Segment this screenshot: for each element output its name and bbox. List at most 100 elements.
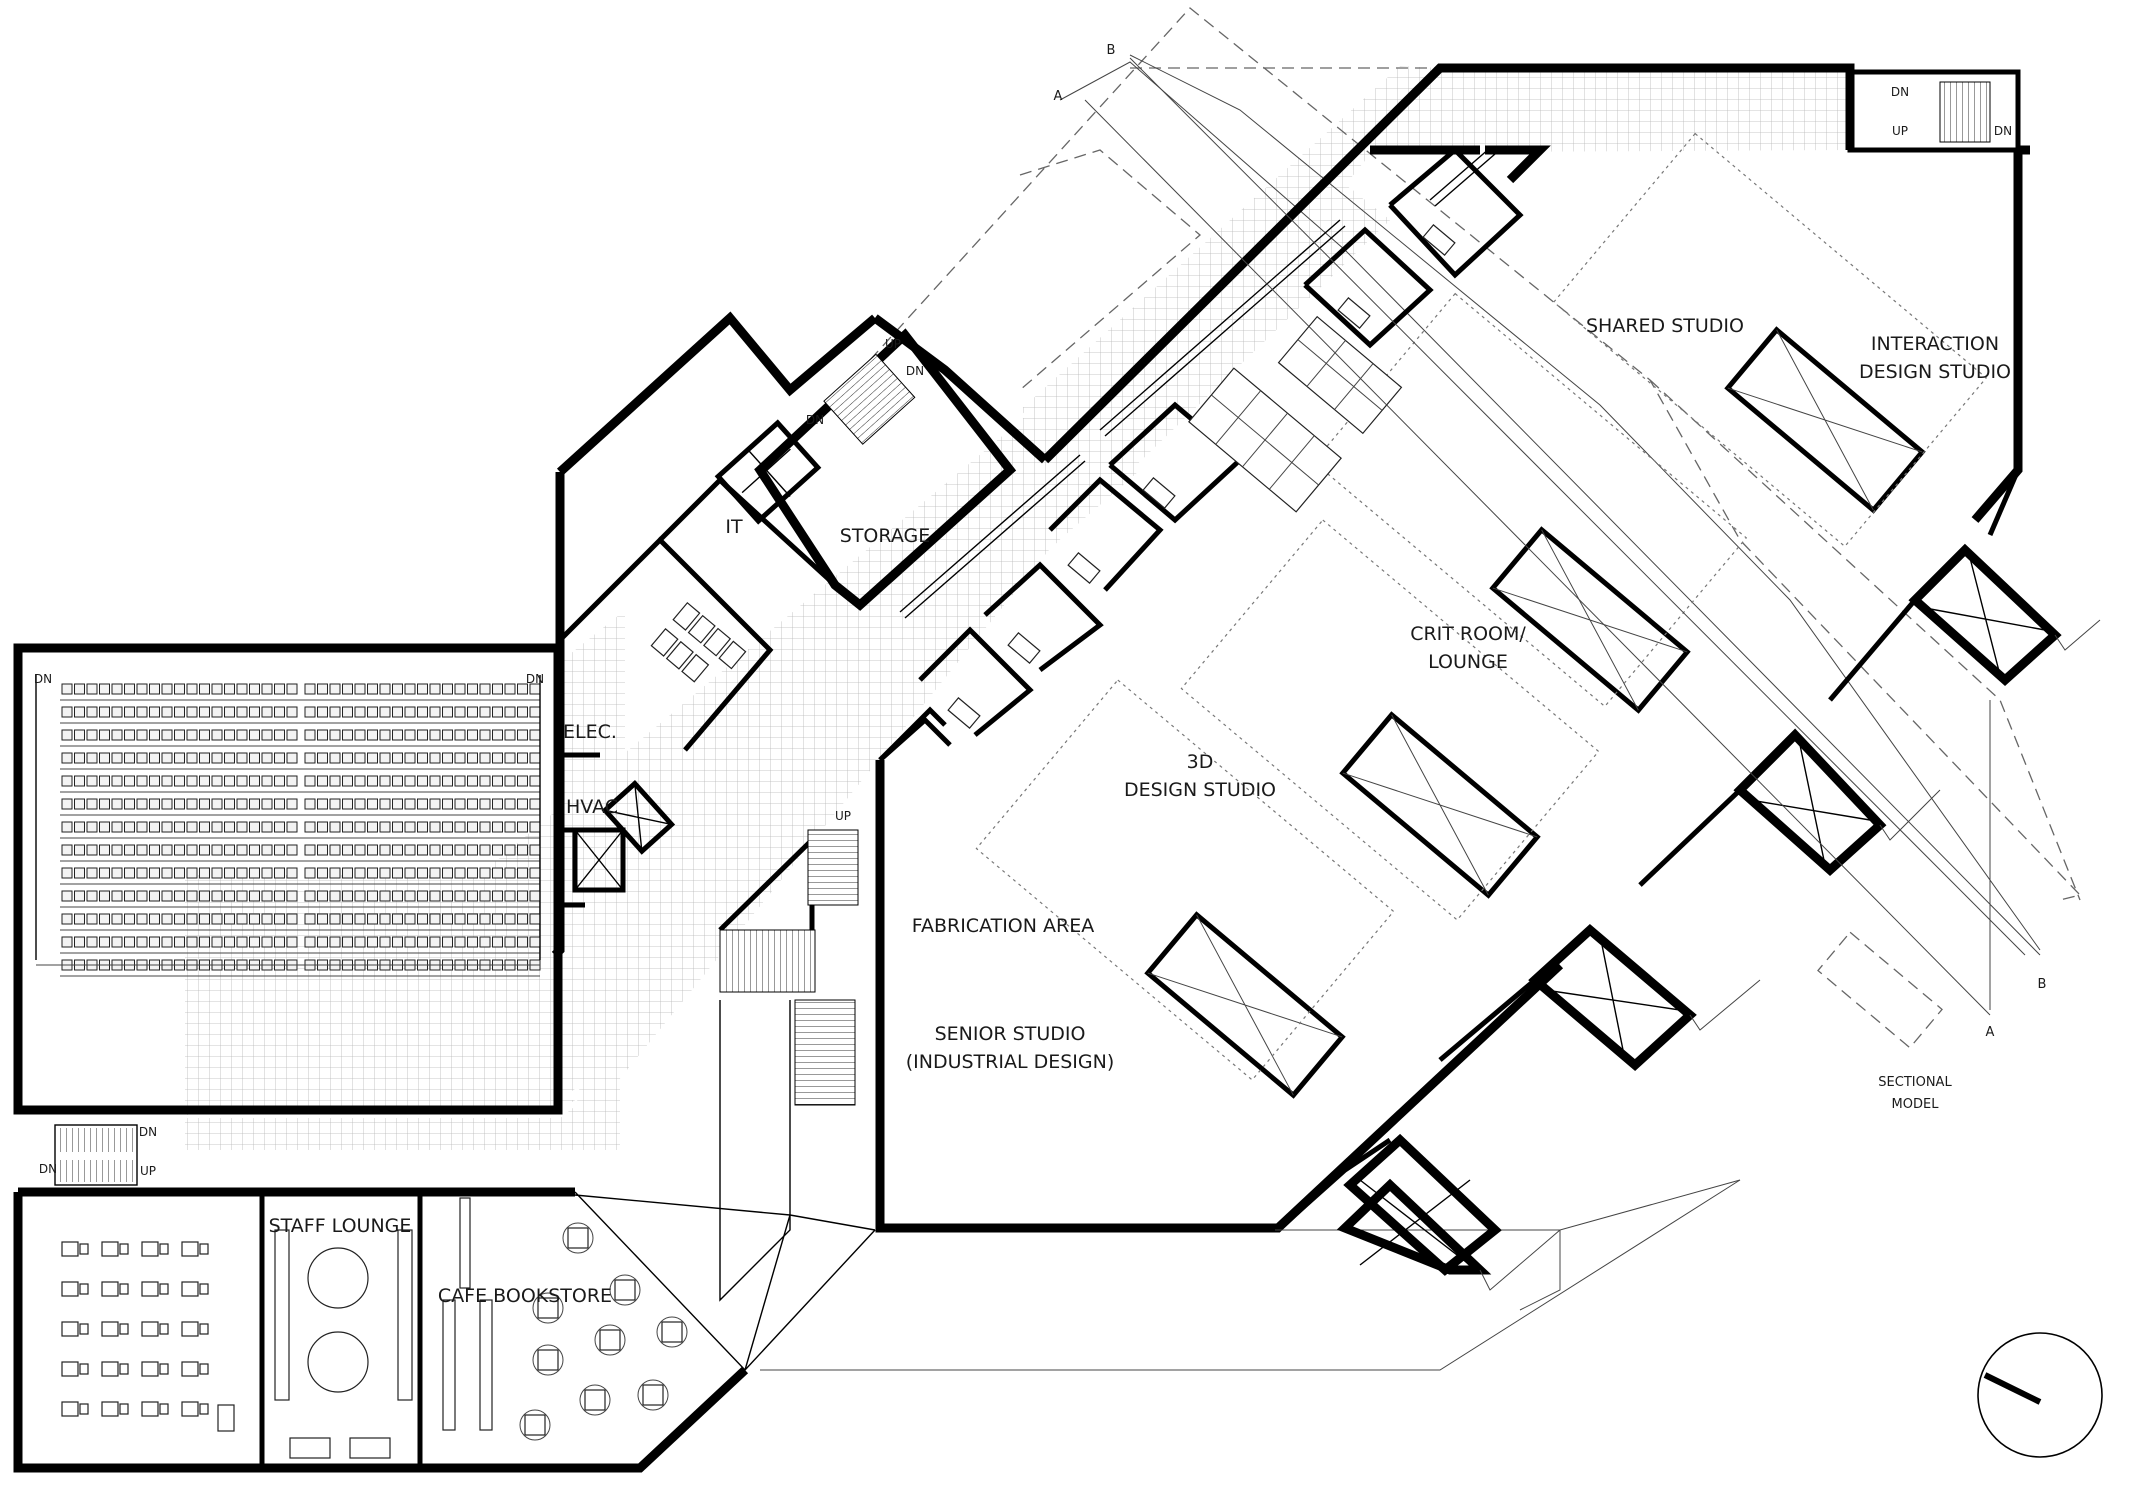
auditorium-seat bbox=[404, 752, 416, 764]
auditorium-seat bbox=[274, 821, 285, 833]
auditorium-seat bbox=[342, 706, 353, 718]
classroom-chair bbox=[79, 1403, 89, 1415]
auditorium-seat bbox=[342, 821, 353, 833]
auditorium-seat bbox=[111, 775, 123, 787]
classroom-desk bbox=[101, 1281, 119, 1297]
auditorium-seat bbox=[517, 683, 528, 695]
auditorium-seat bbox=[236, 867, 248, 879]
auditorium-seat bbox=[442, 683, 453, 695]
auditorium-seat bbox=[417, 729, 428, 741]
auditorium-seat bbox=[274, 913, 285, 925]
cafe-chairs bbox=[609, 1274, 641, 1306]
auditorium-seat bbox=[74, 798, 85, 810]
auditorium-seat bbox=[286, 936, 298, 948]
classroom-desk bbox=[181, 1361, 199, 1377]
classroom-desk bbox=[141, 1321, 159, 1337]
auditorium-seat bbox=[174, 706, 185, 718]
auditorium-seat bbox=[492, 706, 503, 718]
auditorium-seat bbox=[304, 890, 316, 902]
auditorium-seat bbox=[329, 729, 341, 741]
auditorium-seat bbox=[517, 729, 528, 741]
auditorium-seat bbox=[329, 683, 341, 695]
auditorium-seat bbox=[479, 683, 491, 695]
auditorium-seat bbox=[124, 844, 135, 856]
label-interaction-2: DESIGN STUDIO bbox=[1859, 361, 2011, 383]
auditorium-seat bbox=[404, 936, 416, 948]
auditorium-seat bbox=[149, 821, 160, 833]
auditorium-seat bbox=[517, 821, 528, 833]
auditorium-seat bbox=[261, 821, 273, 833]
auditorium-seat bbox=[467, 798, 478, 810]
auditorium-seat bbox=[211, 775, 223, 787]
cafe-table bbox=[567, 1227, 589, 1249]
auditorium-seat bbox=[224, 936, 235, 948]
classroom-desk bbox=[181, 1281, 199, 1297]
auditorium-seat bbox=[124, 752, 135, 764]
classroom-chair bbox=[79, 1363, 89, 1375]
auditorium-seat bbox=[86, 683, 98, 695]
auditorium-seat bbox=[329, 844, 341, 856]
auditorium-seat bbox=[174, 936, 185, 948]
stair-up-4: UP bbox=[1892, 124, 1908, 138]
auditorium-seat bbox=[111, 936, 123, 948]
auditorium-seat bbox=[224, 683, 235, 695]
auditorium-seat bbox=[317, 798, 328, 810]
auditorium-seat bbox=[354, 775, 366, 787]
classroom-chair bbox=[159, 1323, 169, 1335]
auditorium-seat bbox=[174, 821, 185, 833]
auditorium-seat bbox=[199, 936, 210, 948]
auditorium-seat bbox=[417, 683, 428, 695]
auditorium-seat bbox=[454, 683, 466, 695]
auditorium-seat bbox=[74, 890, 85, 902]
auditorium-seat bbox=[329, 890, 341, 902]
auditorium-seat bbox=[249, 798, 260, 810]
auditorium-seat bbox=[442, 729, 453, 741]
section-b-bottom: B bbox=[2038, 977, 2047, 992]
auditorium-seat bbox=[354, 729, 366, 741]
auditorium-seat bbox=[342, 890, 353, 902]
cafe-table bbox=[537, 1297, 559, 1319]
classroom-desk bbox=[61, 1401, 79, 1417]
auditorium-seat bbox=[492, 775, 503, 787]
auditorium-seat bbox=[379, 821, 391, 833]
auditorium-seat bbox=[504, 798, 516, 810]
auditorium-seat bbox=[186, 752, 198, 764]
classroom-chair bbox=[199, 1243, 209, 1255]
auditorium-seat bbox=[61, 844, 73, 856]
work-tables bbox=[975, 132, 1988, 1099]
auditorium-seat bbox=[367, 752, 378, 764]
stair-dn-5: DN bbox=[906, 364, 924, 378]
auditorium-seat bbox=[274, 936, 285, 948]
auditorium-seat bbox=[74, 752, 85, 764]
stair-up-2: UP bbox=[885, 337, 901, 351]
auditorium-seat bbox=[467, 729, 478, 741]
auditorium-seat bbox=[99, 798, 110, 810]
classroom-desk bbox=[141, 1401, 159, 1417]
auditorium-seat bbox=[161, 683, 173, 695]
auditorium-seat bbox=[124, 798, 135, 810]
cafe-table bbox=[642, 1384, 664, 1406]
classroom-chair bbox=[79, 1323, 89, 1335]
auditorium-seat bbox=[111, 729, 123, 741]
auditorium-seat bbox=[86, 913, 98, 925]
auditorium-seat bbox=[467, 706, 478, 718]
auditorium-seat bbox=[74, 706, 85, 718]
auditorium-seat bbox=[211, 752, 223, 764]
auditorium-seat bbox=[379, 752, 391, 764]
auditorium-seat bbox=[304, 936, 316, 948]
auditorium-seat bbox=[236, 729, 248, 741]
auditorium-seat bbox=[86, 752, 98, 764]
auditorium-seat bbox=[249, 867, 260, 879]
auditorium-seat bbox=[249, 913, 260, 925]
auditorium-seat bbox=[504, 867, 516, 879]
auditorium-seat bbox=[286, 729, 298, 741]
auditorium-seat bbox=[124, 775, 135, 787]
label-sectional-2: MODEL bbox=[1892, 1097, 1940, 1112]
auditorium-seat bbox=[492, 913, 503, 925]
auditorium-seat bbox=[74, 867, 85, 879]
cafe-chairs bbox=[519, 1409, 551, 1441]
auditorium-seat bbox=[286, 775, 298, 787]
classroom-desk bbox=[181, 1321, 199, 1337]
auditorium-seat bbox=[367, 890, 378, 902]
auditorium-seat bbox=[392, 706, 403, 718]
